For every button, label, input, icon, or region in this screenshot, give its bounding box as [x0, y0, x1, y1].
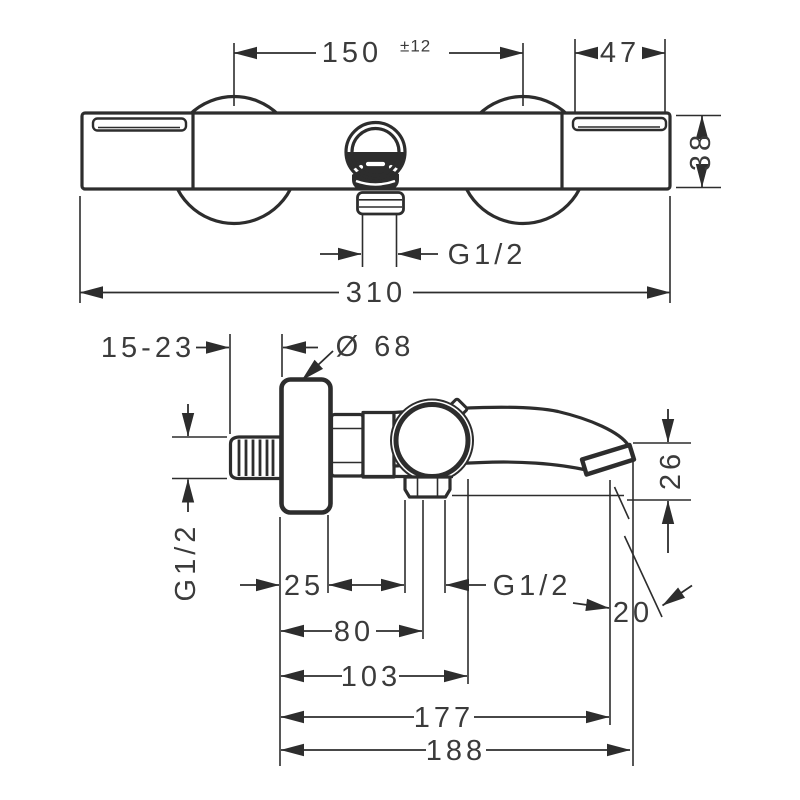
inlet-nipple [228, 435, 283, 481]
left-slot [91, 117, 188, 132]
diameter-leader [301, 350, 334, 381]
right-slot [571, 116, 668, 132]
front-dimension-labels: 150 ±12 47 38 G1/2 310 [322, 37, 717, 310]
dim-g12-inlet-label: G1/2 [170, 523, 202, 602]
dim-310-label: 310 [346, 277, 406, 309]
escutcheon-side [279, 377, 333, 515]
dim-g12-outlet-label: G1/2 [493, 570, 572, 602]
dim-g12-front-label: G1/2 [448, 239, 527, 271]
dim-15-23-label: 15-23 [101, 332, 195, 364]
angle-tick-upper [613, 486, 630, 520]
center-handle-front [344, 120, 407, 267]
bottom-connector [356, 191, 405, 267]
dim-diameter-68-label: Ø 68 [336, 331, 415, 363]
dim-150-tolerance-label: ±12 [400, 37, 431, 56]
dim-188-label: 188 [426, 735, 486, 767]
dim-47-label: 47 [600, 37, 640, 69]
angle-tick-lower [623, 535, 663, 618]
dim-80-label: 80 [334, 616, 374, 648]
body-end-dividers [191, 113, 564, 189]
dim-26-label: 26 [655, 450, 687, 490]
handle-ring-outer [344, 120, 407, 184]
bottom-outlet-hex [403, 475, 452, 499]
dim-25-label: 25 [284, 570, 324, 602]
side-dimension-lines [181, 341, 693, 757]
handle-ring-inner [350, 126, 401, 178]
spout-aerator [579, 442, 637, 477]
side-dimension-labels: 15-23 Ø 68 G1/2 25 G1/2 80 103 177 188 2… [101, 331, 687, 767]
valve-body-side [361, 410, 396, 479]
front-view: 150 ±12 47 38 G1/2 310 [79, 37, 721, 310]
handle-side [393, 402, 471, 479]
union-nut [329, 412, 365, 478]
thread-lines [237, 439, 275, 476]
dim-38-label: 38 [685, 131, 717, 171]
dim-150-label: 150 [322, 37, 382, 69]
dim-20-label: 20 [613, 597, 653, 629]
front-dimension-lines [79, 46, 709, 299]
dim-103-label: 103 [341, 661, 401, 693]
dim-177-label: 177 [414, 702, 474, 734]
side-view: 15-23 Ø 68 G1/2 25 G1/2 80 103 177 188 2… [101, 331, 693, 767]
side-extension-lines [172, 334, 691, 766]
